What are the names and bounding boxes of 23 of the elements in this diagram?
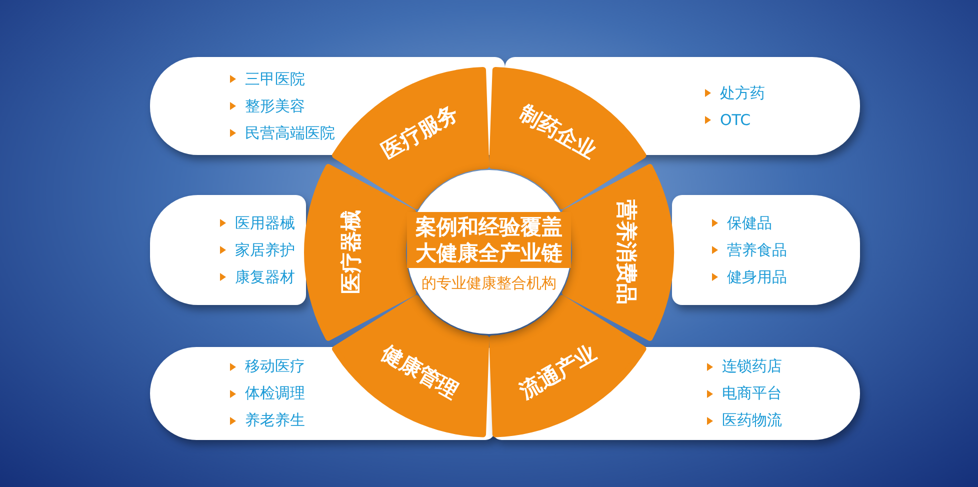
list-item: 康复器材 xyxy=(220,268,295,286)
list-item: 医药物流 xyxy=(707,411,782,430)
list-item: 连锁药店 xyxy=(707,357,782,376)
list-item: OTC xyxy=(705,110,751,128)
list-item: 保健品 xyxy=(712,214,772,232)
list-item: 健身用品 xyxy=(712,268,787,286)
list-item: 整形美容 xyxy=(230,96,305,116)
list-item: 养老养生 xyxy=(230,411,305,430)
highlighted-heading: 案例和经验覆盖大健康全产业链 xyxy=(407,212,571,268)
list-item: 三甲医院 xyxy=(230,70,305,88)
list-item: 营养食品 xyxy=(712,240,787,260)
list-panel xyxy=(672,195,860,305)
list-item: 电商平台 xyxy=(707,384,782,403)
list-item: 体检调理 xyxy=(230,384,305,403)
list-item: 移动医疗 xyxy=(230,357,305,376)
list-item: 处方药 xyxy=(705,84,765,102)
list-item: 家居养护 xyxy=(220,240,295,260)
list-item: 民营高端医院 xyxy=(230,124,335,142)
segment-label: 制药企业 xyxy=(514,100,602,166)
list-panel xyxy=(150,195,306,305)
list-item: 医用器械 xyxy=(220,214,295,232)
subheading: 的专业健康整合机构 xyxy=(422,274,556,292)
segment-label: 医疗服务 xyxy=(376,100,464,166)
